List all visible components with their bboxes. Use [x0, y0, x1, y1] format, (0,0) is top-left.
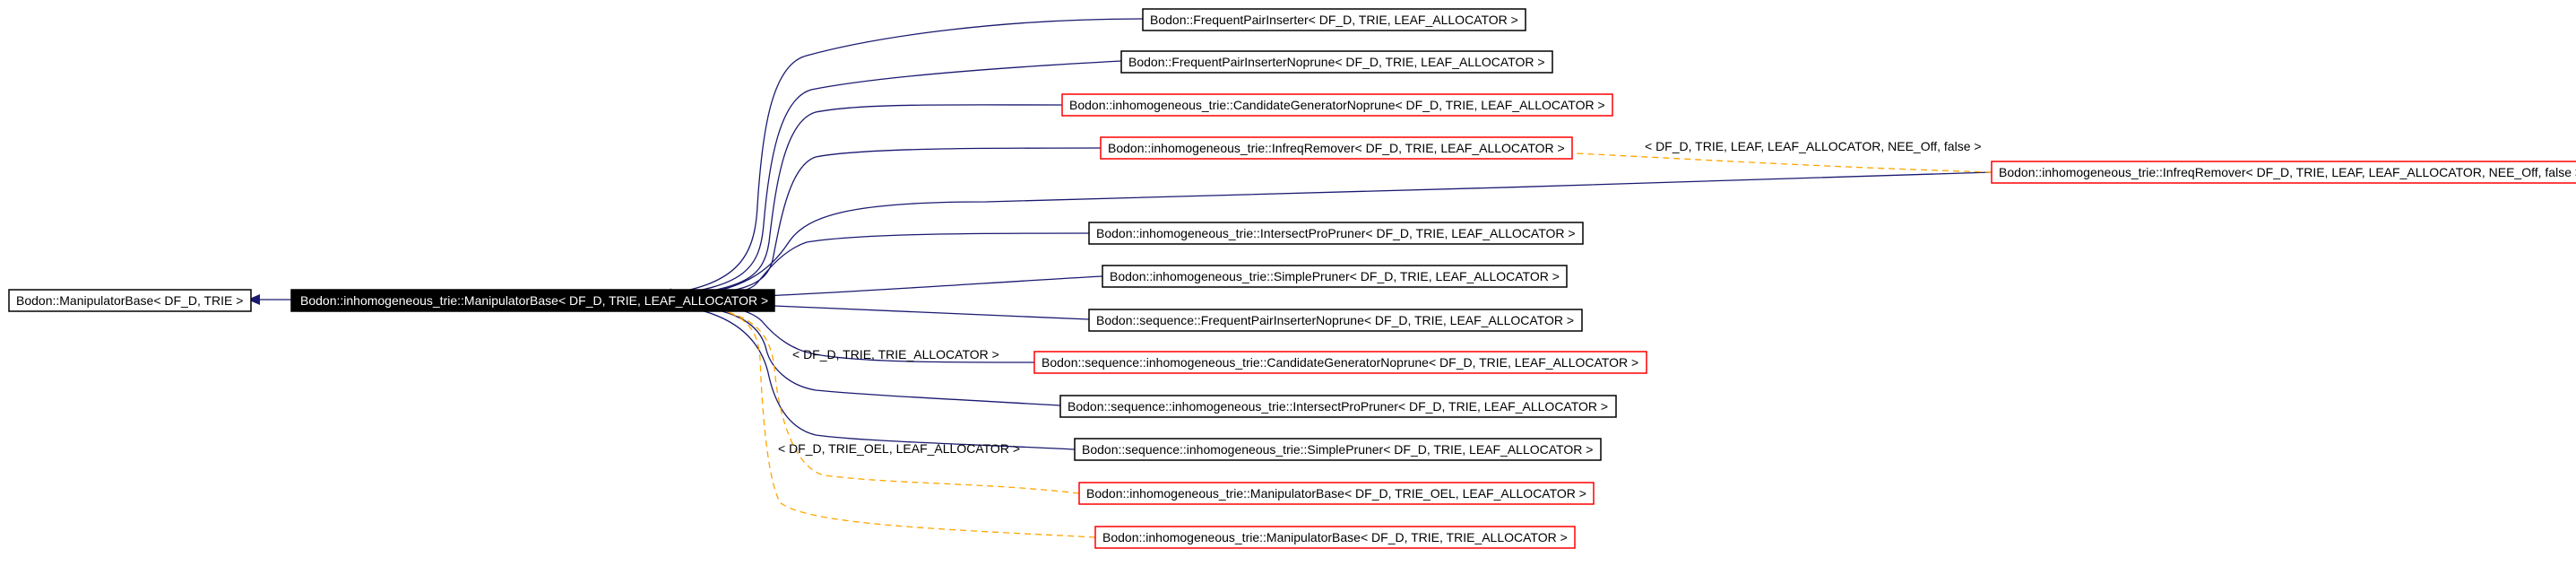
edge-label-trie-alloc: < DF_D, TRIE, TRIE_ALLOCATOR > — [792, 347, 999, 361]
edge-intersect-pro — [666, 232, 1090, 304]
svg-text:Bodon::sequence::inhomogeneous: Bodon::sequence::inhomogeneous_trie::Can… — [1042, 355, 1638, 370]
node-frequent-pair-inserter[interactable]: Bodon::FrequentPairInserter< DF_D, TRIE,… — [1142, 8, 1526, 31]
edge-template-infreq-full — [1555, 147, 1993, 173]
svg-text:Bodon::sequence::FrequentPairI: Bodon::sequence::FrequentPairInserterNop… — [1096, 313, 1574, 327]
edge-template-trie-oel — [670, 298, 1080, 494]
edge-fp-inserter — [660, 18, 1144, 300]
edge-label-trie-oel: < DF_D, TRIE_OEL, LEAF_ALLOCATOR > — [778, 441, 1020, 456]
node-simple-pruner[interactable]: Bodon::inhomogeneous_trie::SimplePruner<… — [1102, 265, 1568, 288]
svg-text:Bodon::FrequentPairInserterNop: Bodon::FrequentPairInserterNoprune< DF_D… — [1128, 55, 1545, 69]
node-infreq-remover-full[interactable]: Bodon::inhomogeneous_trie::InfreqRemover… — [1991, 161, 2576, 184]
node-intersect-pro-pruner[interactable]: Bodon::inhomogeneous_trie::IntersectProP… — [1088, 222, 1584, 245]
edge-fp-inserter-noprune — [661, 60, 1122, 300]
edge-infreq-remover — [665, 147, 1102, 303]
edge-candgen-noprune — [663, 104, 1063, 301]
node-manipulator-base[interactable]: Bodon::ManipulatorBase< DF_D, TRIE > — [8, 289, 252, 312]
edge-seq-simple-pruner — [661, 299, 1076, 450]
node-seq-candidate-generator-noprune[interactable]: Bodon::sequence::inhomogeneous_trie::Can… — [1033, 351, 1647, 374]
node-infreq-remover[interactable]: Bodon::inhomogeneous_trie::InfreqRemover… — [1100, 136, 1573, 160]
svg-text:Bodon::ManipulatorBase< DF_D,: Bodon::ManipulatorBase< DF_D, TRIE > — [16, 293, 243, 308]
svg-text:Bodon::inhomogeneous_trie::Inf: Bodon::inhomogeneous_trie::InfreqRemover… — [1999, 165, 2576, 179]
edge-label-infreq-full: < DF_D, TRIE, LEAF, LEAF_ALLOCATOR, NEE_… — [1645, 139, 1982, 153]
svg-text:Bodon::inhomogeneous_trie::Can: Bodon::inhomogeneous_trie::CandidateGene… — [1069, 98, 1605, 112]
svg-text:Bodon::inhomogeneous_trie::Int: Bodon::inhomogeneous_trie::IntersectProP… — [1096, 226, 1576, 240]
node-seq-simple-pruner[interactable]: Bodon::sequence::inhomogeneous_trie::Sim… — [1074, 438, 1602, 461]
node-manipulator-base-trie-allocator[interactable]: Bodon::inhomogeneous_trie::ManipulatorBa… — [1094, 526, 1576, 549]
svg-text:Bodon::inhomogeneous_trie::Man: Bodon::inhomogeneous_trie::ManipulatorBa… — [1102, 530, 1568, 544]
node-frequent-pair-inserter-noprune[interactable]: Bodon::FrequentPairInserterNoprune< DF_D… — [1120, 50, 1553, 74]
svg-text:Bodon::inhomogeneous_trie::Man: Bodon::inhomogeneous_trie::ManipulatorBa… — [1086, 486, 1586, 501]
edge-template-trie-alloc — [668, 297, 1096, 538]
svg-text:Bodon::FrequentPairInserter< D: Bodon::FrequentPairInserter< DF_D, TRIE,… — [1150, 13, 1518, 27]
node-seq-intersect-pro-pruner[interactable]: Bodon::sequence::inhomogeneous_trie::Int… — [1059, 395, 1617, 418]
node-inhomogeneous-manipulator-base: Bodon::inhomogeneous_trie::ManipulatorBa… — [290, 289, 775, 312]
node-manipulator-base-trie-oel[interactable]: Bodon::inhomogeneous_trie::ManipulatorBa… — [1078, 482, 1595, 505]
svg-text:Bodon::inhomogeneous_trie::Man: Bodon::inhomogeneous_trie::ManipulatorBa… — [300, 293, 768, 308]
svg-text:Bodon::inhomogeneous_trie::Sim: Bodon::inhomogeneous_trie::SimplePruner<… — [1110, 269, 1560, 283]
svg-text:Bodon::sequence::inhomogeneous: Bodon::sequence::inhomogeneous_trie::Sim… — [1082, 442, 1593, 457]
svg-text:Bodon::inhomogeneous_trie::Inf: Bodon::inhomogeneous_trie::InfreqRemover… — [1108, 141, 1565, 155]
node-candidate-generator-noprune[interactable]: Bodon::inhomogeneous_trie::CandidateGene… — [1061, 93, 1613, 117]
svg-text:Bodon::sequence::inhomogeneous: Bodon::sequence::inhomogeneous_trie::Int… — [1068, 399, 1608, 414]
node-seq-frequent-pair-inserter-noprune[interactable]: Bodon::sequence::FrequentPairInserterNop… — [1088, 309, 1583, 332]
